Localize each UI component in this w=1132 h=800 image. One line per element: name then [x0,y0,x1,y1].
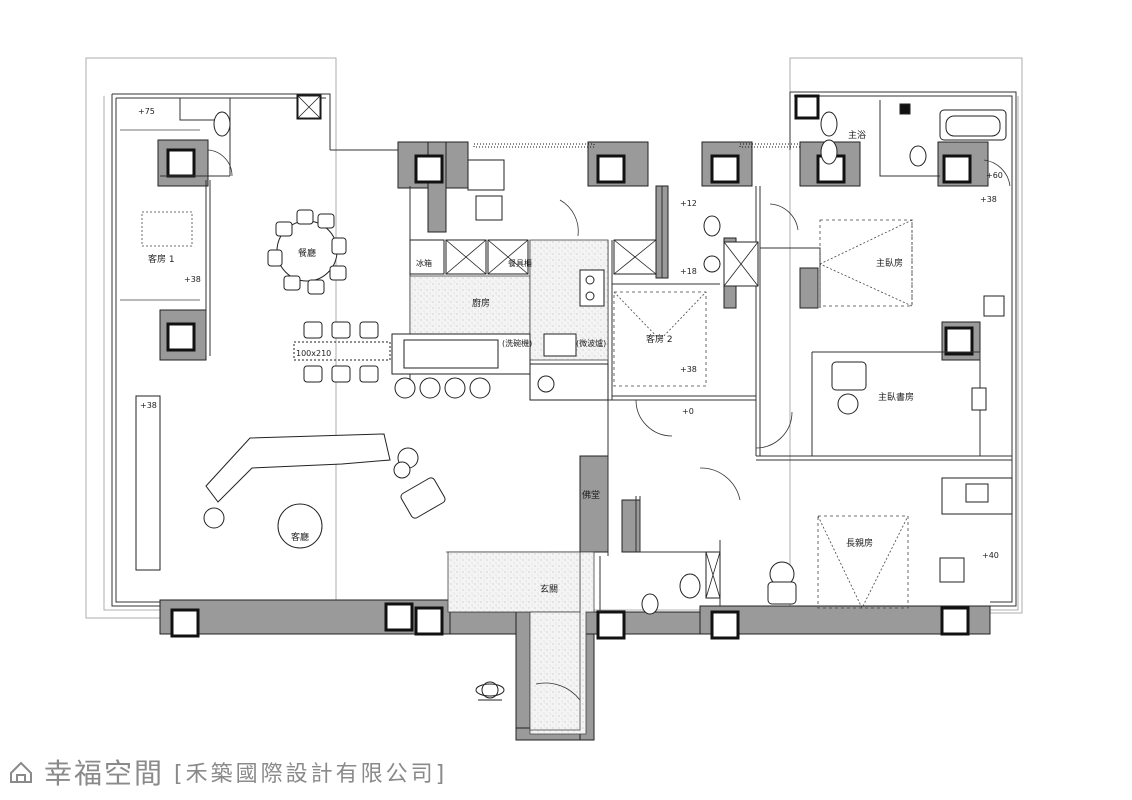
guest1-bed [120,129,200,301]
level-l10: +40 [982,551,999,560]
dining-table [267,209,347,295]
watermark: 幸福空間 [禾築國際設計有限公司] [8,752,447,792]
level-l5: +18 [680,267,697,276]
columns [166,94,974,640]
label-living: 客廳 [291,531,309,543]
level-l3: +38 [140,401,157,410]
room-labels: 餐廳 廚房 客房 1 客房 2 客廳 玄關 佛堂 主浴 主臥房 主臥書房 長親房 [148,129,914,595]
exterior-walls [111,91,1017,607]
kitchen-island [391,269,609,401]
floor-plan: 餐廳 廚房 客房 1 客房 2 客廳 玄關 佛堂 主浴 主臥房 主臥書房 長親房… [85,57,1023,741]
label-guest1: 客房 1 [148,253,175,265]
bar-stools [394,377,491,399]
level-labels: +75 +38 +38 +12 +18 +38 +0 +60 +38 +40 [138,107,1003,560]
label-master-bath: 主浴 [848,129,866,141]
label-master-study: 主臥書房 [878,391,914,403]
label-elder-room: 長親房 [846,537,873,549]
label-microwave: (微波爐) [576,338,606,348]
label-shrine: 佛堂 [582,489,600,501]
label-dishwasher: (洗碗機) [502,338,532,348]
label-kitchen: 廚房 [472,297,490,309]
bath-fixtures [213,103,1007,615]
watermark-credit: [禾築國際設計有限公司] [174,762,448,787]
label-guest2: 客房 2 [646,333,673,345]
level-l6: +38 [680,365,697,374]
person-figure [475,681,505,701]
level-l9: +38 [980,195,997,204]
beds [613,219,913,609]
watermark-brand: 幸福空間 [44,757,165,790]
window-dots [473,143,801,148]
house-logo-icon [10,761,32,783]
tiled-floor-areas [409,239,609,735]
label-master-bed: 主臥房 [876,257,903,269]
level-l8: +60 [986,171,1003,180]
cabinet-crosses [297,95,759,599]
fixture-labels: 冰箱 餐具櫃 (洗碗機) (微波爐) 100x210 [296,258,606,358]
label-storage: 餐具櫃 [508,258,532,268]
door-swings [207,149,1011,701]
label-fridge: 冰箱 [416,258,432,268]
label-entrance: 玄關 [540,583,558,595]
living-furniture [135,395,446,571]
level-l1: +75 [138,107,155,116]
study-furniture [767,295,1013,605]
label-table-size: 100x210 [296,349,331,358]
level-l7: +0 [682,407,694,416]
level-l2: +38 [184,275,201,284]
table-with-chairs [293,321,391,383]
label-dining: 餐廳 [298,247,316,259]
level-l4: +12 [680,199,697,208]
